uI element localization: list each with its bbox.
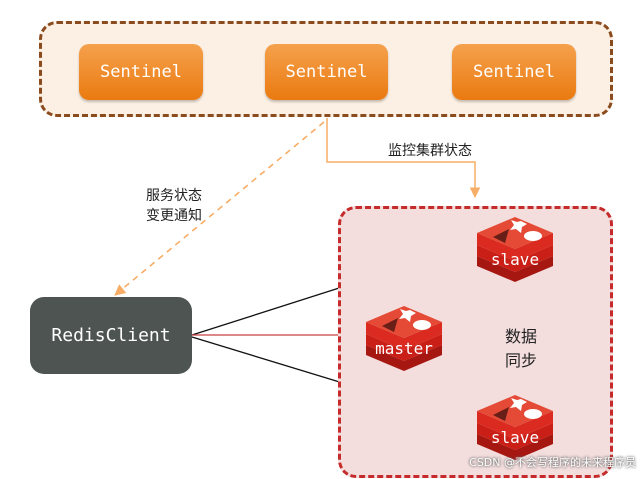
redis-cluster-group: [338, 206, 613, 478]
sentinel-node-3[interactable]: Sentinel: [452, 44, 576, 100]
redis-slave-top[interactable]: slave: [473, 211, 557, 283]
sentinel-node-2[interactable]: Sentinel: [265, 44, 388, 100]
notify-arrow: [114, 121, 325, 296]
sentinel-node-1[interactable]: Sentinel: [79, 44, 203, 100]
redis-logo-icon: [366, 306, 442, 371]
redis-client-node[interactable]: RedisClient: [30, 297, 192, 374]
monitor-cluster-label: 监控集群状态: [388, 143, 472, 159]
redis-logo-icon: [477, 217, 553, 282]
sync-label: 数据 同步: [505, 325, 537, 373]
csdn-watermark: CSDN @不会写程序的未来程序员: [469, 456, 636, 469]
notify-label-line-1: 服务状态: [146, 188, 202, 204]
redis-slave-bottom[interactable]: slave: [473, 389, 557, 461]
redis-logo-icon: [477, 395, 553, 460]
redis-master[interactable]: master: [362, 300, 446, 372]
sync-label-line-2: 同步: [505, 351, 538, 370]
monitor-arrow: [326, 118, 481, 199]
notify-label: 服务状态 变更通知: [146, 186, 202, 226]
sync-label-line-1: 数据: [505, 327, 538, 346]
notify-label-line-2: 变更通知: [146, 208, 202, 224]
